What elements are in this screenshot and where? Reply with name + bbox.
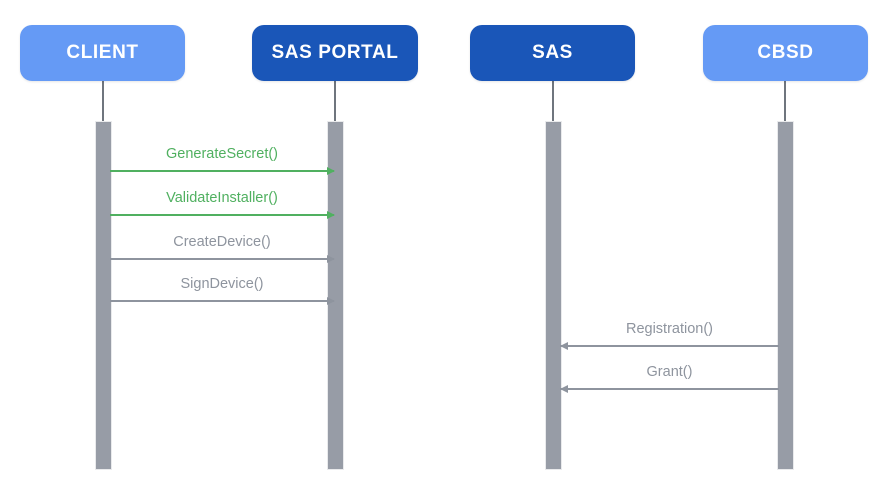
message-line-sign-device	[110, 300, 334, 302]
message-label-validate-installer: ValidateInstaller()	[166, 190, 278, 206]
message-label-registration: Registration()	[625, 321, 714, 337]
activation-bar-cbsd	[777, 122, 793, 469]
arrow-head-left-grant	[560, 384, 568, 393]
actor-label-cbsd: CBSD	[757, 42, 814, 63]
actor-box-cbsd[interactable]: CBSD	[703, 25, 868, 81]
message-line-grant	[560, 388, 779, 390]
actor-box-sas-portal[interactable]: SAS PORTAL	[252, 25, 418, 81]
actor-label-sas-portal: SAS PORTAL	[271, 42, 399, 63]
actor-box-client[interactable]: CLIENT	[20, 25, 185, 81]
activation-bar-sas-portal	[327, 122, 343, 469]
actor-label-client: CLIENT	[66, 42, 139, 63]
message-label-generate-secret: GenerateSecret()	[165, 146, 279, 162]
arrow-head-right-sign-device	[327, 296, 335, 305]
message-line-registration	[560, 345, 779, 347]
actor-box-sas[interactable]: SAS	[470, 25, 635, 81]
message-label-grant: Grant()	[646, 364, 693, 380]
lifeline-sas	[552, 81, 554, 122]
activation-bar-client	[95, 122, 111, 469]
arrow-head-right-create-device	[327, 254, 335, 263]
arrow-head-right-generate-secret	[327, 166, 335, 175]
message-line-validate-installer	[110, 214, 334, 216]
actor-label-sas: SAS	[532, 42, 573, 63]
lifeline-cbsd	[784, 81, 786, 122]
message-line-create-device	[110, 258, 334, 260]
arrow-head-right-validate-installer	[327, 210, 335, 219]
arrow-head-left-registration	[560, 341, 568, 350]
lifeline-client	[102, 81, 104, 122]
message-label-create-device: CreateDevice()	[173, 234, 271, 250]
message-label-sign-device: SignDevice()	[180, 276, 264, 292]
message-line-generate-secret	[110, 170, 334, 172]
activation-bar-sas	[545, 122, 561, 469]
lifeline-sas-portal	[334, 81, 336, 122]
